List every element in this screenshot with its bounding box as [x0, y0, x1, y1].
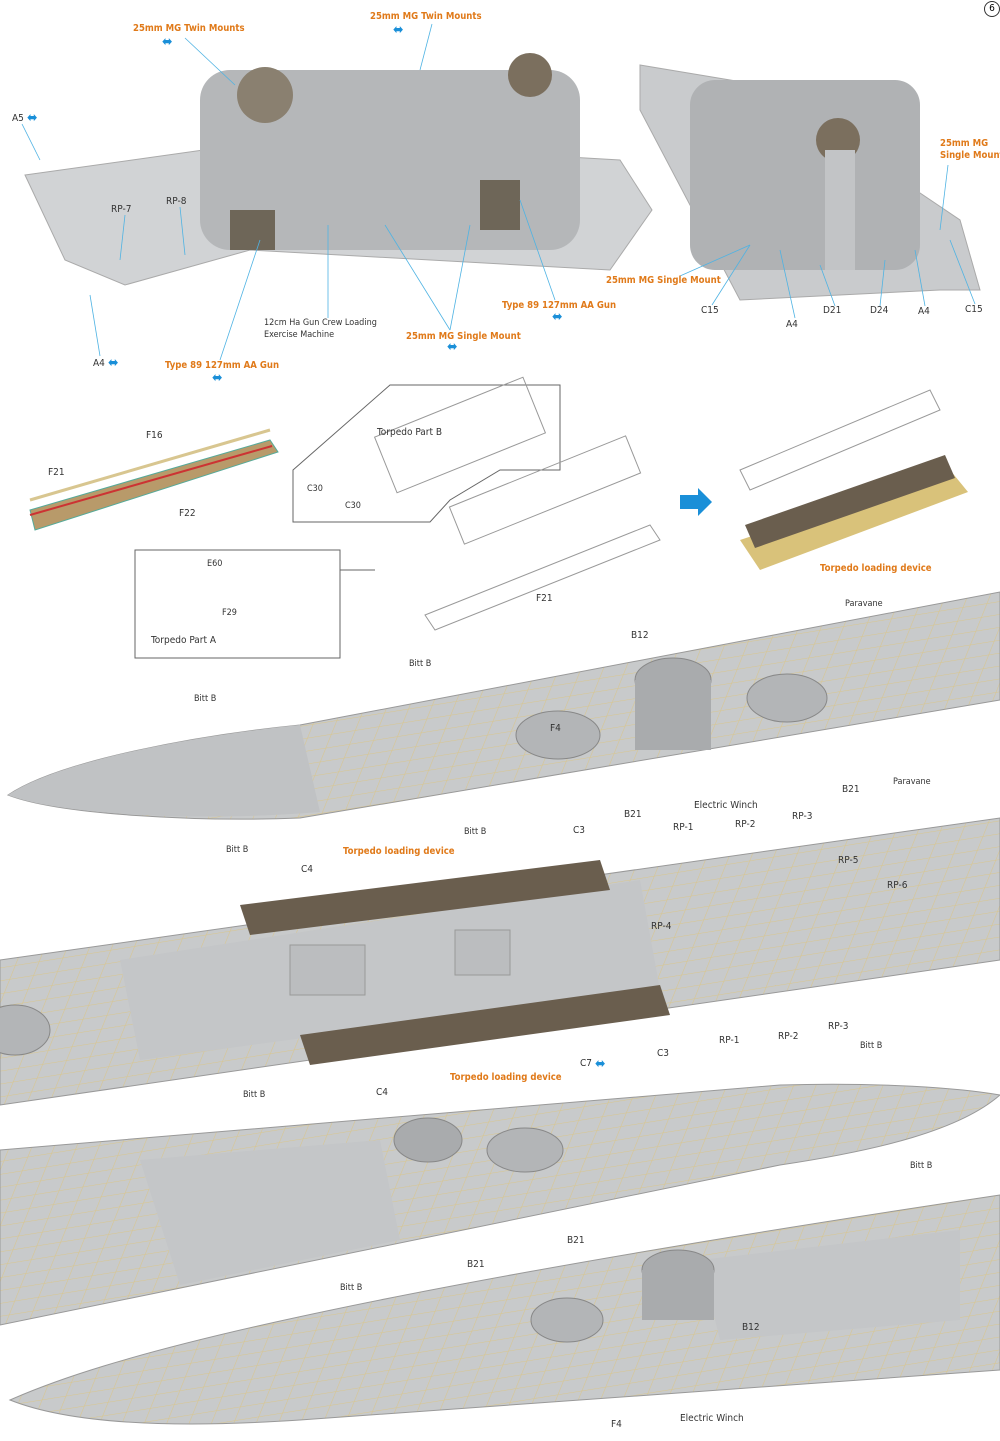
page-number: 6 [984, 1, 1000, 17]
label-rp8: RP-8 [166, 196, 187, 207]
label-b12: B12 [742, 1322, 760, 1333]
label-right-single-2: Single Mount [940, 150, 1000, 161]
label-d21: D21 [823, 305, 842, 316]
deck-aft-1 [0, 1083, 1000, 1326]
label-electric-winch: Electric Winch [694, 800, 758, 811]
label-e60: E60 [207, 559, 223, 569]
swap-arrow-icon: ⬌ [595, 1056, 606, 1072]
deck-aft-2 [8, 1194, 1000, 1425]
label-f21: F21 [536, 593, 553, 604]
label-f4: F4 [550, 723, 561, 734]
label-rp3: RP-3 [792, 811, 813, 822]
label-electric-winch: Electric Winch [680, 1413, 744, 1424]
label-torpedo-part-a: Torpedo Part A [151, 635, 217, 646]
label-a4: A4 [93, 358, 105, 369]
superstructure-right [639, 64, 981, 301]
label-f22: F22 [179, 508, 196, 519]
label-rp3: RP-3 [828, 1021, 849, 1032]
label-d24: D24 [870, 305, 889, 316]
label-type89-1: Type 89 127mm AA Gun [502, 300, 617, 311]
label-c4: C4 [301, 864, 314, 875]
label-25mm-single: 25mm MG Single Mount [406, 331, 521, 342]
label-bitt-b: Bitt B [409, 659, 432, 669]
torpedo-loading-device-assembled [740, 455, 968, 570]
leader-lines [21, 23, 976, 361]
label-bitt-b: Bitt B [910, 1161, 933, 1171]
deck-forward [6, 591, 1000, 820]
torpedo-callout-b [292, 376, 561, 523]
label-c7: C7 [580, 1058, 593, 1069]
label-f16: F16 [146, 430, 163, 441]
result-arrow [680, 488, 712, 516]
label-torpedo-loading-device: Torpedo loading device [343, 846, 455, 857]
torpedo-rack-f16 [29, 428, 279, 531]
swap-arrow-icon: ⬌ [27, 110, 38, 126]
label-b21: B21 [467, 1259, 485, 1270]
label-bitt-b: Bitt B [243, 1090, 266, 1100]
label-rp6: RP-6 [887, 880, 908, 891]
label-c15: C15 [701, 305, 719, 316]
label-rp2: RP-2 [735, 819, 756, 830]
label-a5: A5 [12, 113, 24, 124]
label-c15: C15 [965, 304, 983, 315]
label-b21: B21 [624, 809, 642, 820]
label-bitt-b: Bitt B [464, 827, 487, 837]
label-torpedo-part-b: Torpedo Part B [377, 427, 443, 438]
superstructure-left [24, 53, 653, 286]
label-b21: B21 [842, 784, 860, 795]
label-c3: C3 [657, 1048, 670, 1059]
label-a4: A4 [786, 319, 798, 330]
label-type89-2: Type 89 127mm AA Gun [165, 360, 280, 371]
label-rp1: RP-1 [673, 822, 694, 833]
label-crew-machine-1: 12cm Ha Gun Crew Loading [264, 318, 377, 328]
label-f21: F21 [48, 467, 65, 478]
label-rp7: RP-7 [111, 204, 132, 215]
label-c30: C30 [307, 484, 323, 494]
torpedo-assembly [424, 389, 941, 631]
label-bitt-b: Bitt B [226, 845, 249, 855]
label-bitt-b: Bitt B [340, 1283, 363, 1293]
deck-midship [0, 817, 1000, 1106]
label-c3: C3 [573, 825, 586, 836]
label-b12: B12 [631, 630, 649, 641]
label-rp2: RP-2 [778, 1031, 799, 1042]
swap-arrow-icon: ⬌ [162, 34, 173, 50]
swap-arrow-icon: ⬌ [552, 309, 563, 325]
label-torpedo-loading-device: Torpedo loading device [450, 1072, 562, 1083]
swap-arrow-icon: ⬌ [393, 22, 404, 38]
label-rp4: RP-4 [651, 921, 672, 932]
label-c30: C30 [345, 501, 361, 511]
label-torpedo-loading-device: Torpedo loading device [820, 563, 932, 574]
label-paravane: Paravane [893, 777, 931, 787]
label-right-single-1: 25mm MG [940, 138, 989, 149]
label-f29: F29 [222, 608, 237, 618]
label-rp5: RP-5 [838, 855, 859, 866]
label-crew-machine-2: Exercise Machine [264, 330, 335, 340]
label-f4: F4 [611, 1419, 622, 1430]
swap-arrow-icon: ⬌ [108, 355, 119, 371]
swap-arrow-icon: ⬌ [447, 339, 458, 355]
label-25mm-twin-1: 25mm MG Twin Mounts [133, 23, 245, 34]
label-25mm-twin-2: 25mm MG Twin Mounts [370, 11, 482, 22]
label-a4: A4 [918, 306, 930, 317]
label-c4: C4 [376, 1087, 389, 1098]
torpedo-callout-a [134, 549, 375, 659]
label-rp1: RP-1 [719, 1035, 740, 1046]
label-bitt-b: Bitt B [194, 694, 217, 704]
label-paravane: Paravane [845, 599, 883, 609]
swap-arrow-icon: ⬌ [212, 370, 223, 386]
label-b21: B21 [567, 1235, 585, 1246]
label-right-single: 25mm MG Single Mount [606, 275, 721, 286]
label-bitt-b: Bitt B [860, 1041, 883, 1051]
